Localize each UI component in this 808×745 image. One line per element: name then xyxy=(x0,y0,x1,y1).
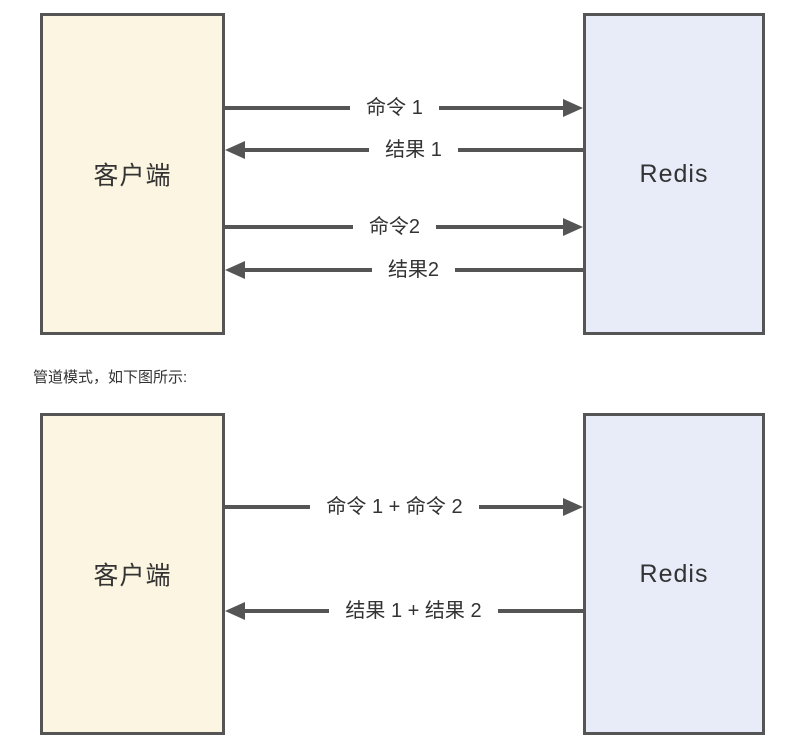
arrow-line xyxy=(244,148,370,152)
arrow-result-2: 结果2 xyxy=(225,257,583,283)
client-box-pipeline: 客户端 xyxy=(40,413,225,735)
arrow-label: 命令 1 xyxy=(366,97,423,119)
arrow-label: 命令 1 + 命令 2 xyxy=(326,496,463,518)
client-box-label: 客户端 xyxy=(93,562,172,590)
redis-box-label: Redis xyxy=(639,159,709,188)
redis-box-label: Redis xyxy=(639,559,709,588)
arrow-pipelined-results: 结果 1 + 结果 2 xyxy=(225,598,583,624)
arrowhead-right-icon xyxy=(563,498,583,516)
arrow-line xyxy=(244,268,372,272)
arrowhead-left-icon xyxy=(225,261,245,279)
arrow-line xyxy=(225,225,353,229)
client-box-normal: 客户端 xyxy=(40,13,225,335)
client-box-label: 客户端 xyxy=(93,162,172,190)
arrowhead-right-icon xyxy=(563,218,583,236)
arrow-line xyxy=(455,268,583,272)
redis-box-pipeline: Redis xyxy=(583,413,765,735)
arrow-label: 结果 1 xyxy=(385,139,442,161)
arrow-line xyxy=(478,505,564,509)
arrow-line xyxy=(497,609,583,613)
arrow-pipelined-commands: 命令 1 + 命令 2 xyxy=(225,494,583,520)
arrow-line xyxy=(225,505,311,509)
arrow-line xyxy=(436,225,564,229)
arrow-result-1: 结果 1 xyxy=(225,137,583,163)
arrow-line xyxy=(244,609,330,613)
pipeline-mode-caption: 管道模式，如下图所示: xyxy=(33,369,188,386)
arrow-line xyxy=(457,148,583,152)
arrowhead-left-icon xyxy=(225,602,245,620)
arrow-line xyxy=(438,106,564,110)
arrowhead-left-icon xyxy=(225,141,245,159)
arrow-line xyxy=(225,106,351,110)
arrowhead-right-icon xyxy=(563,99,583,117)
arrow-command-1: 命令 1 xyxy=(225,95,583,121)
arrow-label: 结果2 xyxy=(387,259,440,281)
redis-box-normal: Redis xyxy=(583,13,765,335)
arrow-label: 命令2 xyxy=(368,216,421,238)
arrow-command-2: 命令2 xyxy=(225,214,583,240)
arrow-label: 结果 1 + 结果 2 xyxy=(345,600,482,622)
